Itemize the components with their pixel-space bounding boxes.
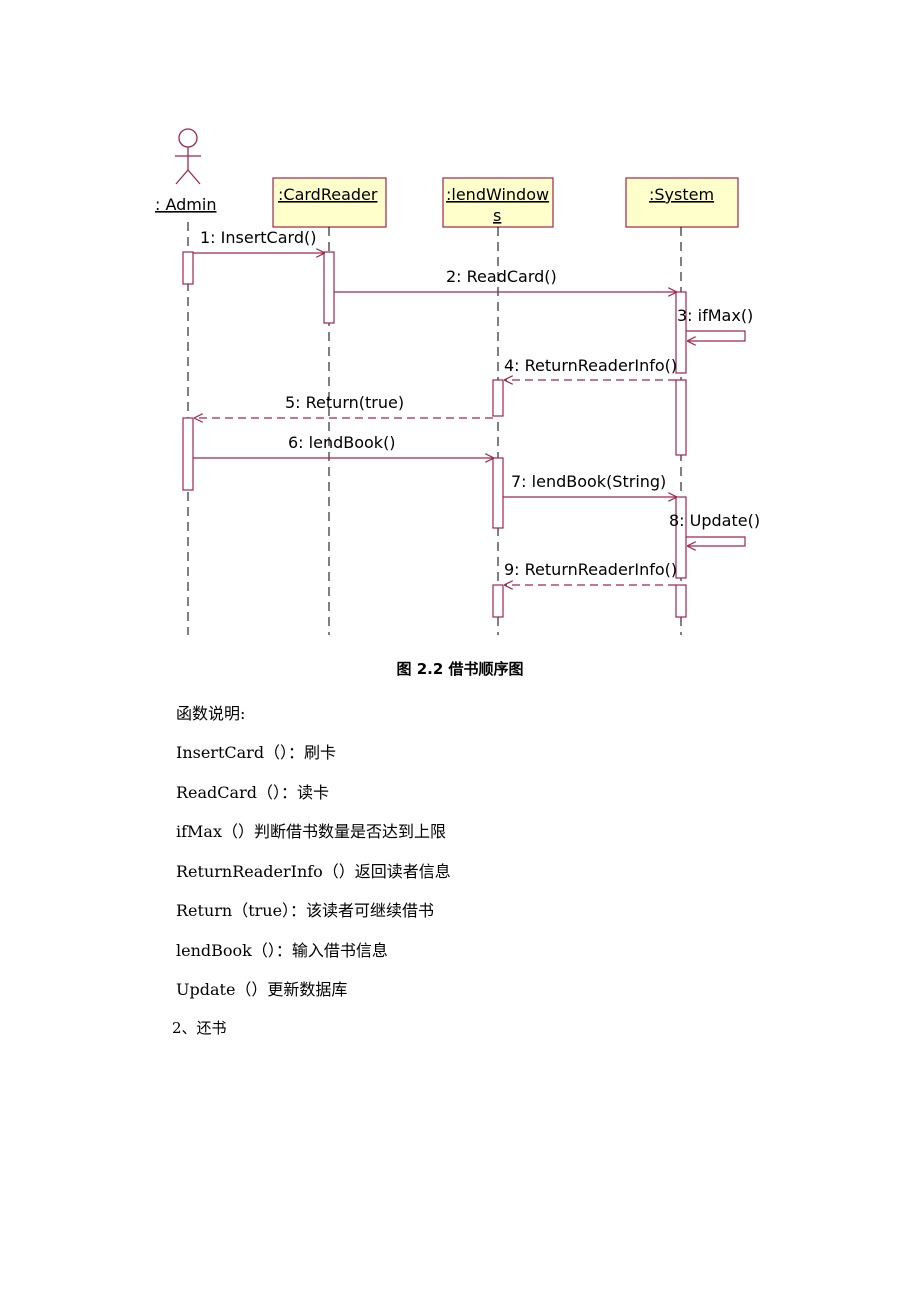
activation-system-3 (675, 496, 687, 579)
function-line-returnreaderinfo: ReturnReaderInfo（）返回读者信息 (176, 862, 451, 881)
function-line-ifmax: ifMax（）判断借书数量是否达到上限 (176, 822, 446, 841)
activation-system-2 (675, 379, 687, 456)
message-label-8: 8: Update() (669, 511, 760, 530)
actor-admin-figure (175, 128, 201, 185)
object-lendwindows-label-wrap: s (493, 206, 501, 225)
object-cardreader-label: :CardReader (278, 185, 378, 204)
activation-lendwindows-3 (492, 584, 504, 618)
activation-cardreader (323, 251, 335, 324)
function-line-lendbook: lendBook（）：输入借书信息 (176, 941, 388, 960)
function-line-insertcard: InsertCard（）：刷卡 (176, 743, 337, 762)
message-label-2: 2: ReadCard() (446, 267, 557, 286)
message-label-6: 6: lendBook() (288, 433, 396, 452)
function-line-update: Update（）更新数据库 (176, 980, 348, 999)
activation-bars (182, 251, 687, 618)
function-line-return: Return（true）：该读者可继续借书 (176, 901, 435, 920)
object-lendwindows: :lendWindow s (442, 177, 554, 228)
function-line-readcard: ReadCard（）：读卡 (176, 783, 329, 802)
actor-admin-label: : Admin (155, 195, 216, 214)
message-label-1: 1: InsertCard() (200, 228, 316, 247)
activation-admin-2 (182, 417, 194, 491)
messages (193, 253, 746, 585)
activation-system-4 (675, 584, 687, 618)
figure-caption: 图 2.2 借书顺序图 (396, 660, 524, 678)
activation-admin-1 (182, 251, 194, 285)
activation-lendwindows-1 (492, 379, 504, 417)
message-label-4: 4: ReturnReaderInfo() (504, 356, 677, 375)
message-label-7: 7: lendBook(String) (511, 472, 666, 491)
message-labels: 1: InsertCard() 2: ReadCard() 3: ifMax()… (200, 228, 760, 579)
message-arrow-8 (686, 536, 746, 546)
message-arrow-3 (686, 330, 746, 341)
message-label-9: 9: ReturnReaderInfo() (504, 560, 677, 579)
function-intro: 函数说明: (176, 704, 246, 723)
sequence-diagram: : Admin :CardReader :lendWindow s :Syste… (155, 128, 760, 635)
object-cardreader: :CardReader (272, 177, 387, 228)
message-label-5: 5: Return(true) (285, 393, 404, 412)
object-system: :System (625, 177, 739, 228)
object-system-label: :System (649, 185, 714, 204)
object-lendwindows-label: :lendWindow (446, 185, 549, 204)
message-label-3: 3: ifMax() (677, 306, 753, 325)
activation-system-1 (675, 291, 687, 374)
section-heading-return-book: 2、还书 (172, 1019, 227, 1037)
activation-lendwindows-2 (492, 457, 504, 529)
